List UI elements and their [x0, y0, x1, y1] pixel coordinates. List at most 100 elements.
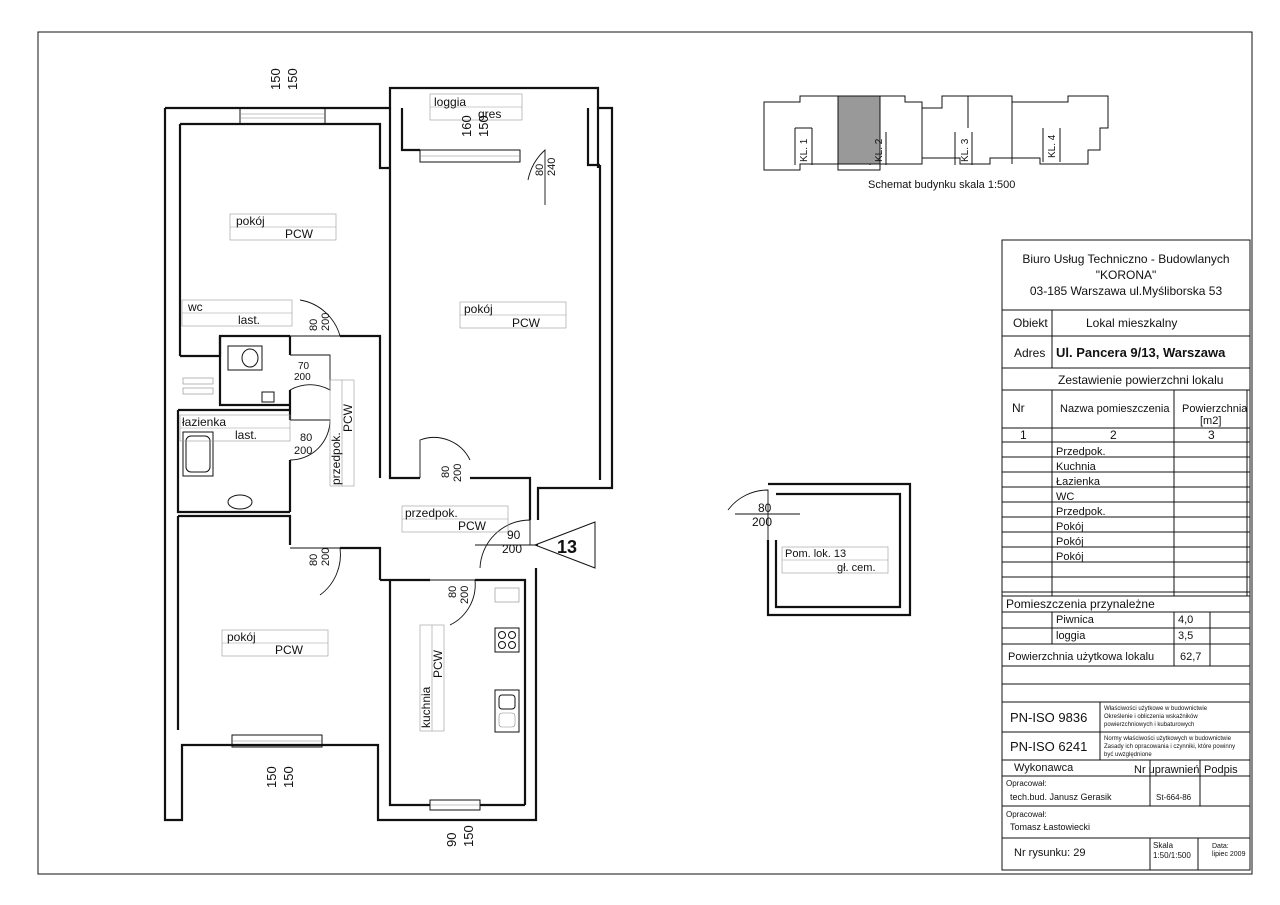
dim-loggia-b: 150 — [476, 115, 491, 137]
dim-top-win-a: 150 — [268, 68, 283, 90]
data-label: Data: — [1212, 843, 1229, 850]
obiekt-value: Lokal mieszkalny — [1086, 316, 1177, 330]
stairwell-2: KL. 2 — [874, 138, 885, 162]
skala-value: 1:50/1:500 — [1153, 851, 1191, 860]
room3-name: pokój — [227, 630, 256, 644]
apartment-marker — [533, 521, 596, 569]
opr1-nr: St-664-86 — [1156, 793, 1192, 802]
company-line3: 03-185 Warszawa ul.Myśliborska 53 — [1030, 284, 1223, 298]
norm1: PN-ISO 9836 — [1010, 710, 1087, 725]
norm2: PN-ISO 6241 — [1010, 739, 1087, 754]
stairwell-4: KL. 4 — [1047, 134, 1058, 158]
room2-floor: PCW — [512, 316, 541, 330]
section-title: Zestawienie powierzchni lokalu — [1058, 373, 1223, 387]
dim-kit-win-b: 150 — [461, 825, 476, 847]
obiekt-label: Obiekt — [1013, 316, 1048, 330]
schema-caption: Schemat budynku skala 1:500 — [868, 179, 1015, 191]
dim-door-room3-b: 200 — [320, 548, 332, 566]
storage-floor: gł. cem. — [837, 562, 876, 574]
room2-name: pokój — [464, 302, 493, 316]
colnum-2: 2 — [1110, 428, 1117, 442]
dim-bot-win-a: 150 — [264, 766, 279, 788]
room1-floor: PCW — [285, 227, 314, 241]
data-value: lipiec 2009 — [1212, 851, 1246, 858]
aux-title: Pomieszczenia przynależne — [1006, 597, 1155, 611]
dim-door-room3-a: 80 — [308, 554, 320, 566]
nr-uprawnien: Nr uprawnień — [1134, 764, 1199, 776]
bath-floor: last. — [235, 428, 257, 442]
storage-name: Pom. lok. 13 — [785, 548, 846, 560]
usable-value: 62,7 — [1180, 651, 1201, 663]
company-line2: "KORONA" — [1096, 268, 1157, 282]
kitchen-floor: PCW — [431, 649, 445, 678]
dim-door-loggia-a: 80 — [534, 164, 546, 176]
dim-door-wc-a: 80 — [308, 319, 320, 331]
loggia-floor: gres — [478, 107, 501, 121]
skala-label: Skala — [1153, 841, 1174, 850]
usable-label: Powierzchnia użytkowa lokalu — [1008, 651, 1154, 663]
room-row-3: Łazienka — [1056, 476, 1101, 488]
storage-door-a: 80 — [758, 501, 772, 515]
norm1-desc-1: Właściwości użytkowe w budownictwie — [1104, 706, 1208, 712]
dim-door-loggia-b: 240 — [546, 158, 558, 176]
storage-door-b: 200 — [752, 515, 772, 529]
stairwell-1: KL. 1 — [799, 138, 810, 162]
colnum-3: 3 — [1208, 428, 1215, 442]
hall2-name: przedpok. — [329, 432, 343, 485]
room-row-8: Pokój — [1056, 551, 1084, 563]
hall-name: przedpok. — [405, 506, 458, 520]
dim-door-kitchen-a: 80 — [447, 586, 459, 598]
wc-name: wc — [187, 300, 203, 314]
dim-door-room2-b: 200 — [452, 464, 464, 482]
building-schema: KL. 1 KL. 2 KL. 3 KL. 4 Schemat budynku … — [763, 95, 1109, 191]
floor-plan: pokój PCW wc last. pokój PCW łazienka la… — [163, 68, 614, 847]
room1-name: pokój — [236, 214, 265, 228]
col-name: Nazwa pomieszczenia — [1060, 403, 1170, 415]
room-row-4: WC — [1056, 491, 1074, 503]
room-row-7: Pokój — [1056, 536, 1084, 548]
dim-loggia-a: 160 — [459, 115, 474, 137]
podpis: Podpis — [1204, 764, 1238, 776]
colnum-1: 1 — [1020, 428, 1027, 442]
dim-door-room2-a: 80 — [440, 466, 452, 478]
drawing-number: Nr rysunku: 29 — [1014, 847, 1086, 859]
storage-room: 80 200 Pom. lok. 13 gł. cem. — [727, 482, 912, 617]
sheet-border — [37, 31, 1253, 875]
room3-floor: PCW — [275, 643, 304, 657]
dim-top-win-b: 150 — [285, 68, 300, 90]
aux-row-2-area: 3,5 — [1178, 630, 1193, 642]
room-row-5: Przedpok. — [1056, 506, 1106, 518]
opr1-label: Opracował: — [1006, 779, 1046, 788]
dim-door-entry-b: 200 — [502, 542, 522, 556]
company-line1: Biuro Usług Techniczno - Budowlanych — [1022, 252, 1229, 266]
room-row-6: Pokój — [1056, 521, 1084, 533]
opr2-label: Opracował: — [1006, 810, 1046, 819]
adres-label: Adres — [1014, 346, 1045, 360]
dim-door-bath-a: 80 — [300, 432, 312, 444]
col-area-1: Powierzchnia — [1182, 403, 1248, 415]
dim-door-wc-b: 200 — [320, 313, 332, 331]
dim-door-wc2-b: 200 — [294, 372, 311, 383]
dim-kit-win-a: 90 — [444, 833, 459, 847]
adres-value: Ul. Pancera 9/13, Warszawa — [1056, 345, 1226, 360]
aux-row-2-name: loggia — [1056, 630, 1086, 642]
hall2-floor: PCW — [341, 403, 355, 432]
norm1-desc-3: powierzchniowych i kubaturowych — [1104, 722, 1194, 728]
kitchen-name: kuchnia — [419, 686, 433, 728]
stairwell-3: KL. 3 — [960, 138, 971, 162]
highlighted-segment — [837, 95, 881, 165]
aux-row-1-area: 4,0 — [1178, 614, 1193, 626]
dim-door-entry-a: 90 — [507, 528, 521, 542]
loggia-name: loggia — [434, 95, 466, 109]
norm2-desc-3: być uwzględnione — [1104, 752, 1152, 758]
apartment-number: 13 — [557, 537, 577, 557]
dim-door-bath-b: 200 — [294, 445, 312, 457]
dim-door-wc2-a: 70 — [298, 361, 310, 372]
norm1-desc-2: Określenie i obliczenia wskaźników — [1104, 714, 1198, 720]
norm2-desc-2: Zasady ich opracowania i czynniki, które… — [1104, 744, 1235, 750]
col-area-2: [m2] — [1200, 415, 1221, 427]
wykonawca: Wykonawca — [1014, 762, 1074, 774]
title-block: Biuro Usług Techniczno - Budowlanych "KO… — [1001, 239, 1251, 871]
dim-door-kitchen-b: 200 — [459, 586, 471, 604]
